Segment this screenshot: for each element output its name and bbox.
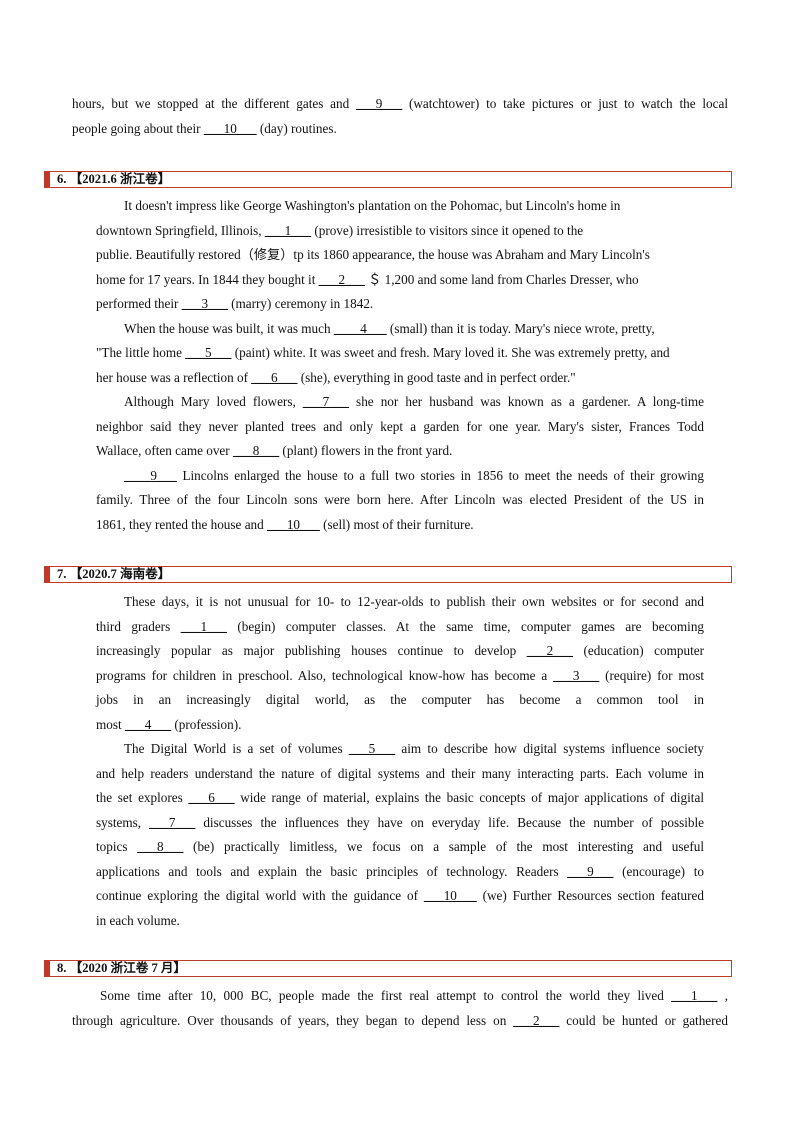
answer-blank: ___5___ (348, 741, 396, 756)
answer-blank: ___3___ (181, 296, 228, 311)
answer-blank: ___9___ (567, 863, 614, 879)
text-line: It doesn't impress like George Washingto… (124, 198, 621, 213)
text-line: programs for children in preschool. Also… (96, 667, 704, 683)
text-line: Wallace, often came over ___8___ (plant)… (96, 443, 453, 458)
text-line: most ___4___ (profession). (96, 716, 242, 732)
text-line: applications and tools and explain the b… (96, 863, 704, 879)
text-line: home for 17 years. In 1844 they bought i… (96, 271, 639, 287)
header-accent-bar (45, 961, 50, 976)
text-line: jobs in an increasingly digital world, a… (96, 692, 704, 707)
answer-blank: ____9___ (124, 467, 177, 483)
text-line: The Digital World is a set of volumes __… (124, 741, 704, 756)
text-line: neighbor said they never planted trees a… (96, 418, 704, 434)
answer-blank: ___10___ (267, 516, 320, 532)
text-line: and help readers understand the nature o… (96, 765, 704, 781)
answer-blank: ___2___ (526, 643, 573, 658)
text-line: her house was a reflection of ___6___ (s… (96, 369, 576, 385)
section-header: 8. 【2020 浙江卷 7 月】 (44, 960, 732, 977)
answer-blank: ___3___ (553, 667, 600, 683)
answer-blank: ___1___ (180, 618, 227, 634)
section-title: 8. 【2020 浙江卷 7 月】 (57, 961, 187, 975)
text-line: hours, but we stopped at the different g… (72, 96, 728, 111)
text-line: family. Three of the four Lincoln sons w… (96, 492, 704, 507)
text-line: Some time after 10, 000 BC, people made … (100, 988, 728, 1003)
answer-blank: ___7___ (149, 814, 196, 830)
text-line: people going about their ___10___ (day) … (72, 120, 337, 136)
answer-blank: ___10___ (203, 120, 257, 136)
answer-blank: ___4___ (124, 716, 172, 732)
section-title: 7. 【2020.7 海南卷】 (57, 567, 171, 581)
text-line: 1861, they rented the house and ___10___… (96, 516, 474, 532)
text-line: in each volume. (96, 912, 180, 928)
answer-blank: ___6___ (188, 790, 235, 805)
text-line: continue exploring the digital world wit… (96, 888, 704, 903)
text-line: systems, ___7___ discusses the influence… (96, 814, 704, 830)
answer-blank: ___10___ (423, 888, 477, 903)
text-line: publie. Beautifully restored（修复）tp its 1… (96, 247, 650, 262)
text-line: ____9___ Lincolns enlarged the house to … (124, 467, 704, 483)
text-line: These days, it is not unusual for 10- to… (124, 594, 704, 609)
header-accent-bar (45, 172, 50, 187)
text-line: "The little home ___5___ (paint) white. … (96, 345, 670, 360)
section-7-passage: These days, it is not unusual for 10- to… (96, 590, 704, 933)
section-6-passage: It doesn't impress like George Washingto… (96, 194, 704, 537)
answer-blank: ___1___ (671, 988, 718, 1003)
answer-blank: ___7___ (302, 394, 349, 409)
text-line: performed their ___3___ (marry) ceremony… (96, 296, 374, 311)
text-line: third graders ___1___ (begin) computer c… (96, 618, 705, 634)
top-paragraph: hours, but we stopped at the different g… (72, 92, 728, 141)
text-line: through agriculture. Over thousands of y… (72, 1012, 728, 1028)
text-line: When the house was built, it was much __… (124, 320, 655, 336)
section-title: 6. 【2021.6 浙江卷】 (57, 172, 171, 186)
answer-blank: ___9___ (356, 96, 403, 111)
answer-blank: ___1___ (264, 222, 312, 238)
answer-blank: ___2___ (318, 271, 365, 287)
text-line: the set explores ___6___ wide range of m… (96, 790, 704, 805)
answer-blank: ___6___ (251, 369, 298, 385)
answer-blank: ___5___ (185, 345, 232, 360)
section-header: 6. 【2021.6 浙江卷】 (44, 171, 732, 188)
text-line: Although Mary loved flowers, ___7___ she… (124, 394, 705, 409)
section-8-passage: Some time after 10, 000 BC, people made … (72, 984, 728, 1033)
answer-blank: ___8___ (137, 839, 184, 854)
text-line: increasingly popular as major publishing… (96, 643, 704, 658)
text-line: downtown Springfield, Illinois, ___1___ … (96, 222, 584, 238)
answer-blank: ___8___ (232, 443, 280, 458)
answer-blank: ___2___ (513, 1012, 560, 1028)
section-header: 7. 【2020.7 海南卷】 (44, 566, 732, 583)
answer-blank: ____4___ (333, 320, 387, 336)
header-accent-bar (45, 567, 50, 582)
text-line: topics ___8___ (be) practically limitles… (96, 839, 704, 854)
